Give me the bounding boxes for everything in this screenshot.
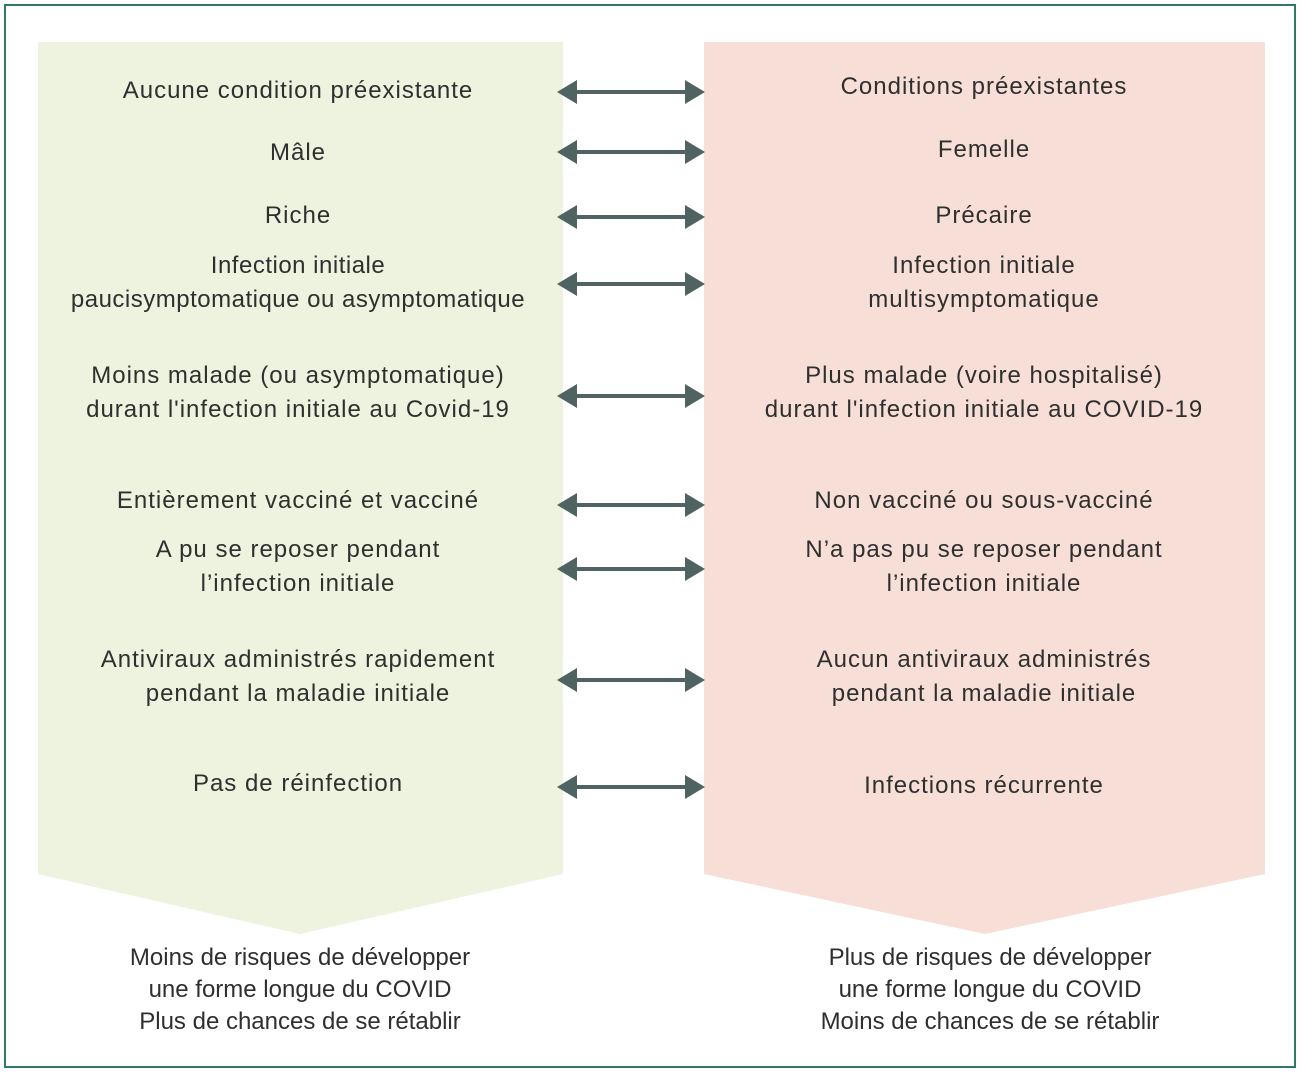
- right-factor-7: N’a pas pu se reposer pendant l’infectio…: [805, 536, 1163, 597]
- right-factor-1: Conditions préexistantes: [840, 73, 1128, 100]
- double-arrow-icon: [557, 384, 705, 408]
- diagram-frame: [4, 4, 1296, 1068]
- double-arrow-icon: [557, 775, 705, 799]
- left-factor-6: Entièrement vacciné et vacciné: [116, 487, 480, 514]
- double-arrow-icon: [557, 668, 705, 692]
- left-outcome: Moins de risques de développer une forme…: [129, 944, 471, 1035]
- right-factor-9: Infections récurrente: [864, 772, 1104, 799]
- double-arrow-icon: [557, 493, 705, 517]
- right-factor-4: Infection initiale multisymptomatique: [868, 252, 1100, 313]
- left-factor-9: Pas de réinfection: [192, 770, 404, 797]
- right-factor-panel: [704, 42, 1265, 934]
- left-factor-panel: [38, 42, 563, 934]
- double-arrow-icon: [557, 140, 705, 164]
- left-factor-3: Riche: [264, 202, 332, 229]
- double-arrow-icon: [557, 557, 705, 581]
- double-arrow-icon: [557, 205, 705, 229]
- double-arrow-icon: [557, 80, 705, 104]
- right-factor-6: Non vacciné ou sous-vacciné: [814, 487, 1154, 514]
- left-factor-5: Moins malade (ou asymptomatique) durant …: [86, 362, 510, 423]
- left-factor-2: Mâle: [269, 139, 327, 166]
- right-outcome: Plus de risques de développer une forme …: [820, 944, 1160, 1035]
- left-factor-8: Antiviraux administrés rapidement pendan…: [100, 646, 496, 707]
- double-arrow-icon: [557, 272, 705, 296]
- right-factor-5: Plus malade (voire hospitalisé) durant l…: [764, 362, 1204, 423]
- right-factor-8: Aucun antiviraux administrés pendant la …: [816, 646, 1152, 707]
- right-factor-2: Femelle: [937, 136, 1031, 163]
- left-factor-1: Aucune condition préexistante: [122, 77, 474, 104]
- left-factor-7: A pu se reposer pendant l’infection init…: [155, 536, 441, 597]
- left-factor-4: Infection initiale paucisymptomatique ou…: [70, 252, 526, 313]
- right-factor-3: Précaire: [935, 202, 1033, 229]
